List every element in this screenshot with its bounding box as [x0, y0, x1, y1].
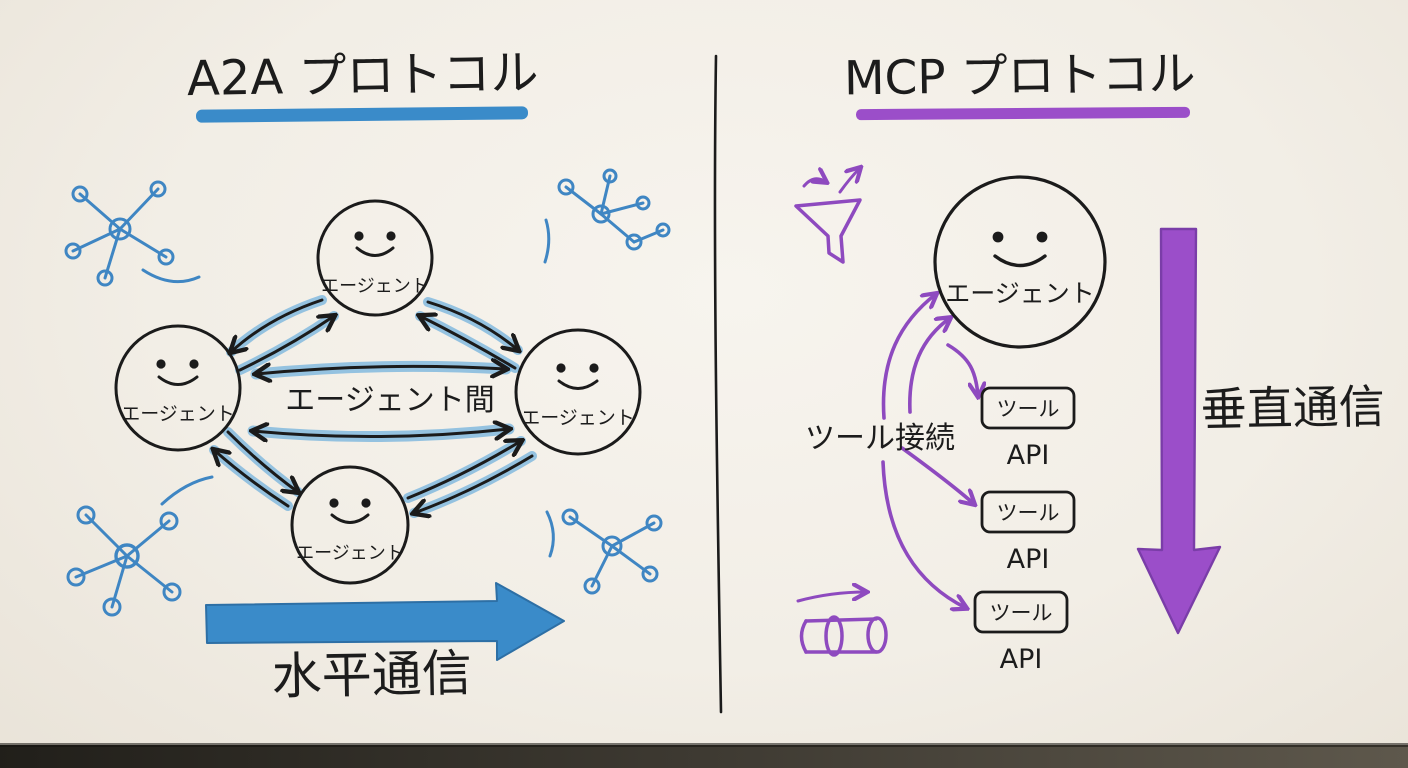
agent-label: エージェント	[321, 276, 429, 297]
a2a-panel: A2A プロトコル	[64, 45, 671, 706]
eye	[992, 231, 1004, 243]
api-label: API	[1000, 644, 1043, 675]
network-doodle-icon	[64, 180, 201, 287]
table-edge	[0, 745, 1408, 768]
tool-label: ツール	[997, 397, 1060, 421]
tool-label: ツール	[990, 601, 1053, 625]
agent-label: エージェント	[296, 543, 404, 564]
funnel-icon	[794, 168, 860, 264]
tool-box-2: ツール API	[980, 490, 1076, 575]
tool-connection-label: ツール接続	[805, 421, 955, 456]
eye	[189, 359, 199, 369]
smile	[157, 375, 199, 386]
eye	[556, 363, 566, 373]
a2a-title-underline	[196, 106, 529, 123]
api-label: API	[1007, 440, 1050, 471]
network-doodle-icon	[545, 508, 663, 595]
eye	[329, 498, 339, 508]
smile	[557, 379, 599, 390]
mcp-title: MCP プロトコル	[844, 47, 1196, 107]
eye	[589, 363, 599, 373]
a2a-title: A2A プロトコル	[187, 45, 539, 107]
eye	[354, 231, 364, 241]
agent-label: エージェント	[945, 279, 1095, 308]
eye	[361, 498, 371, 508]
tool-box-1: ツール API	[980, 386, 1076, 471]
mcp-title-underline	[856, 106, 1191, 121]
horizontal-communication-arrow	[205, 582, 565, 661]
table-edge-shadow	[0, 743, 1408, 747]
api-label: API	[1007, 544, 1050, 575]
agent-communication-arrows	[214, 298, 534, 513]
network-doodle-icon	[543, 168, 671, 264]
smile	[355, 246, 395, 257]
tool-label: ツール	[997, 501, 1060, 525]
tool-connection-arrows	[881, 294, 978, 608]
network-doodle-icon	[66, 475, 214, 617]
agent-to-agent-label: エージェント間	[285, 383, 494, 418]
smile	[330, 513, 370, 524]
horizontal-communication-caption: 水平通信	[271, 644, 472, 705]
panel-divider	[713, 54, 723, 714]
mcp-panel: MCP プロトコル	[794, 47, 1385, 675]
agent-label: エージェント	[121, 403, 235, 425]
vertical-communication-arrow	[1136, 227, 1222, 635]
agent-node-right: エージェント	[514, 328, 642, 456]
smile	[993, 254, 1047, 268]
agent-node-mcp: エージェント	[933, 175, 1107, 349]
pipe-icon	[796, 592, 888, 657]
agent-label: エージェント	[521, 407, 635, 429]
agent-node-left: エージェント	[114, 324, 242, 452]
agent-node-bottom: エージェント	[290, 465, 410, 585]
eye	[1036, 231, 1048, 243]
eye	[156, 359, 166, 369]
tool-box-3: ツール API	[973, 590, 1069, 675]
eye	[386, 231, 396, 241]
vertical-communication-caption: 垂直通信	[1200, 379, 1385, 436]
agent-node-top: エージェント	[316, 199, 434, 317]
